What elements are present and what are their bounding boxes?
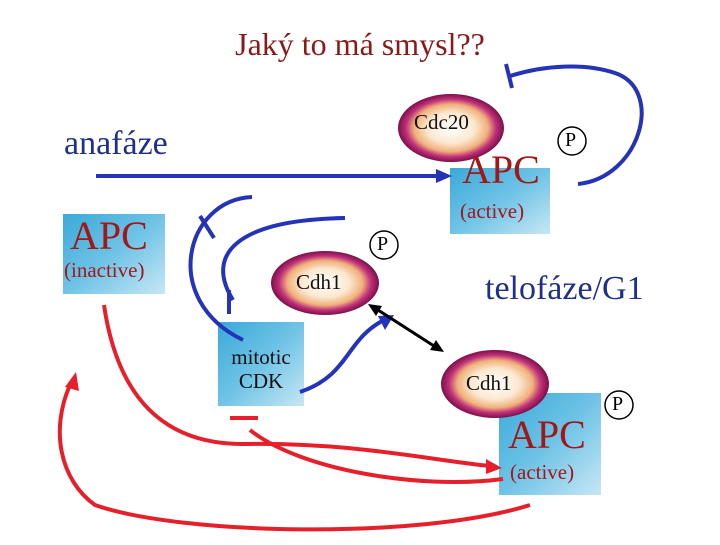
apc-active-top-title: APC bbox=[462, 147, 540, 192]
apc-active-to-cdk-inhibition bbox=[248, 428, 504, 484]
apc-active-feedback-loop bbox=[57, 384, 531, 532]
apc-inhibition-bar bbox=[198, 214, 216, 240]
apc-inactive-to-active-arrow bbox=[102, 304, 491, 468]
phosphate-circle-bottom bbox=[604, 390, 634, 420]
cdh1-blob-bottom bbox=[441, 350, 549, 418]
apc-active-top-box bbox=[450, 168, 550, 234]
cdh1-blob-top bbox=[271, 251, 379, 315]
apc-active-bottom-title: APC bbox=[508, 412, 586, 457]
cdc20-blob bbox=[398, 94, 504, 162]
exchange-arrowhead-start bbox=[368, 304, 382, 316]
cdk-to-cdh1-phospho-arrow bbox=[299, 318, 385, 394]
phosphate-circle-middle bbox=[369, 230, 399, 260]
phosphate-circle-top bbox=[557, 126, 587, 156]
apc-feedback-inhibition bbox=[509, 64, 644, 186]
apc-inactive-state: (inactive) bbox=[64, 258, 145, 282]
mitotic-cdk-line-1: mitotic bbox=[231, 345, 291, 369]
apc-inactive-box bbox=[63, 214, 165, 294]
cdc20-label: Cdc20 bbox=[414, 110, 469, 134]
phosphate-label-top: P bbox=[565, 129, 577, 151]
mitotic-cdk-line-2: CDK bbox=[238, 369, 284, 393]
apc-active-top-state: (active) bbox=[460, 199, 525, 223]
cdk-to-cdh1-path bbox=[221, 216, 346, 302]
telophase-g1-label: telofáze/G1 bbox=[485, 270, 644, 307]
feedback-inhibition-bar bbox=[504, 63, 514, 89]
exchange-arrowhead-end bbox=[430, 340, 444, 352]
anaphase-arrowhead bbox=[436, 169, 452, 183]
phosphate-label-middle: P bbox=[377, 233, 389, 255]
red-arrowhead-loop bbox=[65, 372, 79, 391]
anaphase-label: anafáze bbox=[64, 125, 168, 162]
red-arrowhead-right bbox=[486, 459, 502, 474]
page-title: Jaký to má smysl?? bbox=[235, 26, 485, 62]
cdh1-label-bottom: Cdh1 bbox=[466, 371, 512, 395]
cdh1-label-top: Cdh1 bbox=[296, 270, 342, 294]
apc-active-bottom-state: (active) bbox=[510, 460, 575, 484]
apc-to-cdk-path bbox=[188, 195, 253, 342]
cdh1-exchange-arrow bbox=[377, 308, 435, 348]
phosphate-label-bottom: P bbox=[612, 393, 624, 415]
apc-inactive-title: APC bbox=[70, 213, 148, 258]
